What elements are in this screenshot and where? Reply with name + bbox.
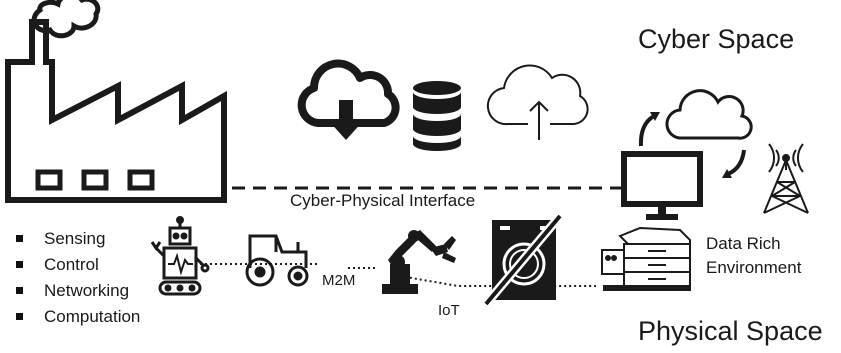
list-item: Computation [14,304,140,330]
tractor-icon [245,234,309,287]
list-item: Networking [14,278,140,304]
robotic-arm-icon [382,230,456,294]
bullet-icon [16,313,23,320]
capability-label: Sensing [44,229,106,248]
monitor-icon [621,151,703,220]
bullet-icon [16,235,23,242]
cell-tower-icon [763,143,809,214]
cyber-physical-interface-label: Cyber-Physical Interface [290,191,476,210]
capability-label: Control [44,255,99,274]
capability-label: Computation [44,307,141,326]
cloud-icon [665,89,753,140]
data-rich-line1: Data Rich [706,234,781,253]
bullet-icon [16,287,23,294]
washing-machine-icon [482,213,564,307]
cyber-space-title: Cyber Space [638,24,795,54]
factory-icon [5,0,227,203]
printer-icon [601,226,691,291]
m2m-label: M2M [322,272,356,289]
bullet-icon [16,261,23,268]
database-icon [413,81,461,151]
capability-label: Networking [44,281,130,300]
robot-icon [150,216,210,296]
physical-space-title: Physical Space [638,316,823,346]
capabilities-list: Sensing Control Networking Computation [14,226,140,330]
list-item: Sensing [14,226,140,252]
data-rich-environment-label: Data Rich Environment [706,232,801,280]
cloud-download-icon [297,59,400,140]
data-rich-line2: Environment [706,258,802,277]
list-item: Control [14,252,140,278]
cloud-upload-icon [486,64,589,140]
iot-label: IoT [438,302,460,319]
refresh-arrows-icon [638,112,746,178]
